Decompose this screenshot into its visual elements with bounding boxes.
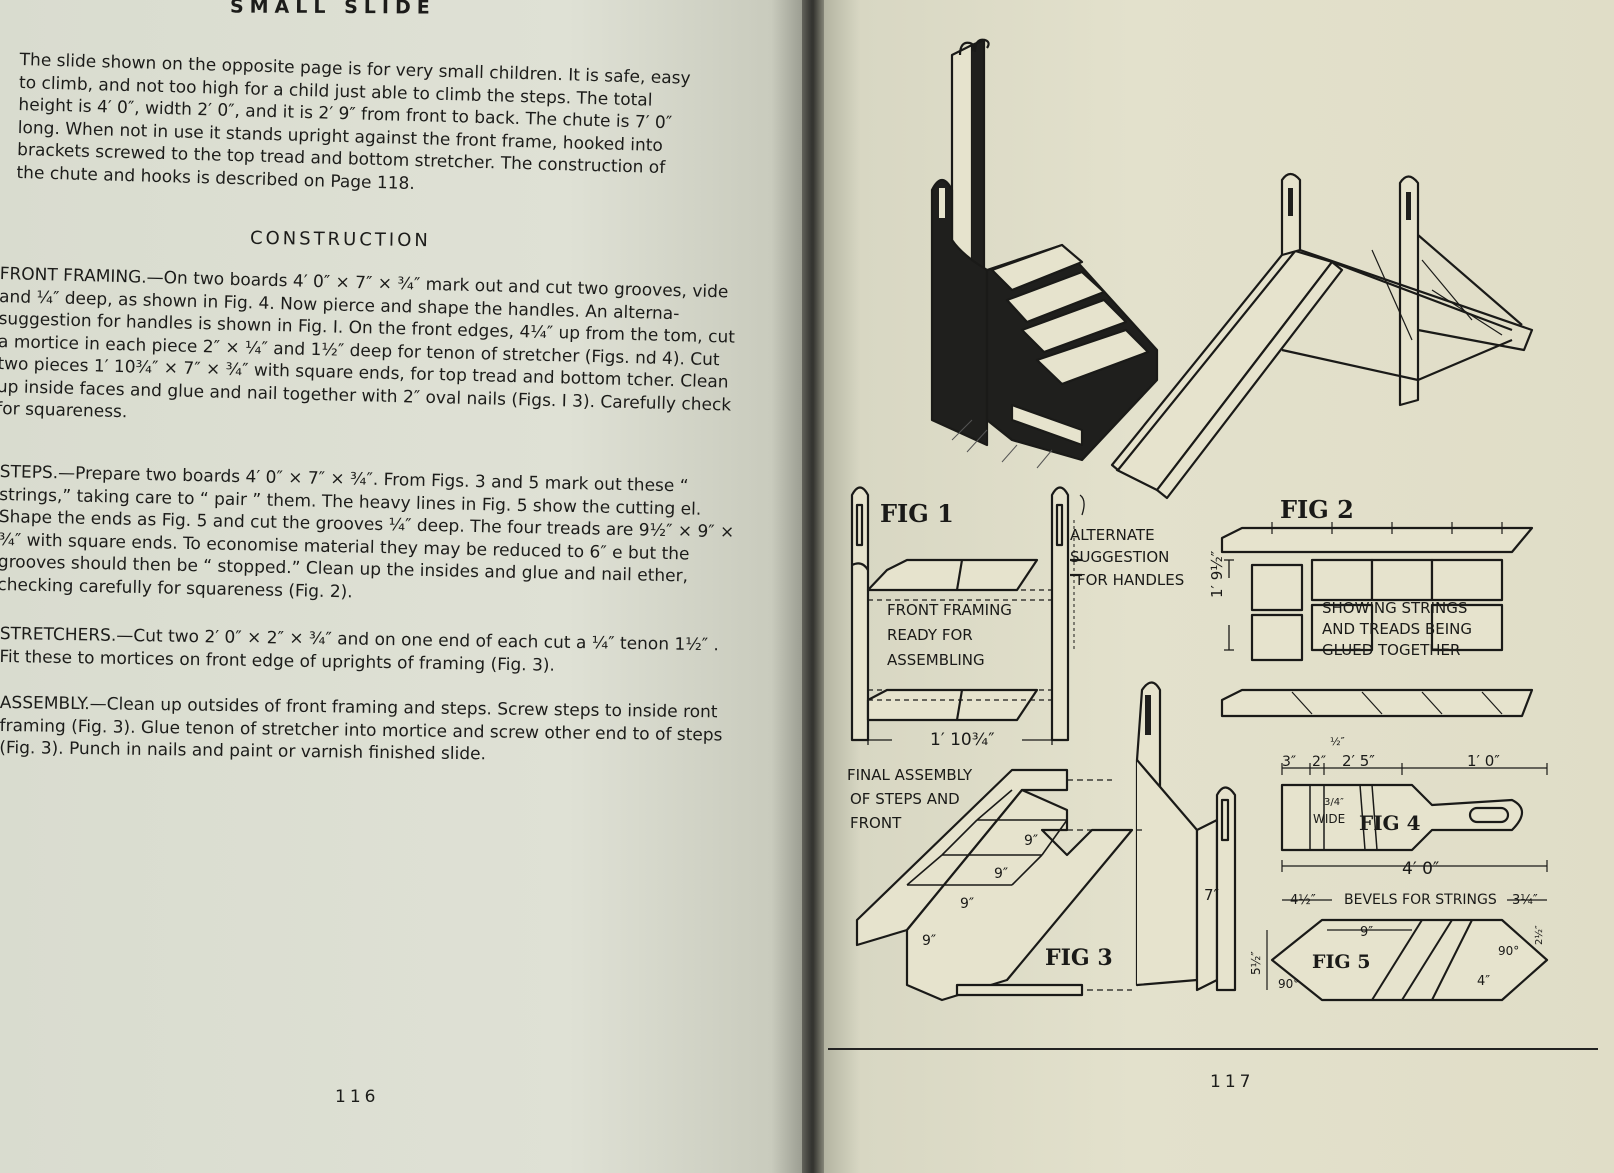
fig-5-dim-6: 2½″ bbox=[1533, 925, 1545, 945]
main-illustration-steps bbox=[930, 38, 1159, 469]
intro-paragraph: The slide shown on the opposite page is … bbox=[16, 49, 691, 194]
paragraph-stretchers: STRETCHERS.—Cut two 2′ 0″ × 2″ × ¾″ and … bbox=[0, 623, 738, 680]
fig-1-alt-note-line-3: FOR HANDLES bbox=[1077, 571, 1184, 589]
fig-1-drawing bbox=[850, 486, 1085, 745]
fig-3-drawing bbox=[855, 681, 1237, 1002]
fig-5-dim-2: 3¼″ bbox=[1512, 893, 1538, 908]
right-page: FIG 1 FRONT FRAMING READY FOR ASSEMBLING… bbox=[812, 0, 1614, 1173]
fig-3-caption-line-1: FINAL ASSEMBLY bbox=[847, 766, 973, 784]
paragraph-label: STRETCHERS. bbox=[0, 623, 117, 646]
section-heading: CONSTRUCTION bbox=[249, 227, 431, 252]
paragraph-body: —Prepare two boards 4′ 0″ × 7″ × ¾″. Fro… bbox=[0, 463, 735, 602]
fig-3-caption-line-2: OF STEPS AND bbox=[850, 790, 960, 808]
fig-5-dim-1: 4½″ bbox=[1290, 893, 1316, 908]
fig-1-caption-line-2: READY FOR bbox=[887, 626, 973, 644]
fig-1-dimension: 1′ 10¾″ bbox=[930, 730, 995, 750]
fig-1-alt-note-line-1: ALTERNATE bbox=[1070, 526, 1155, 544]
construction-drawings: FIG 1 FRONT FRAMING READY FOR ASSEMBLING… bbox=[847, 38, 1549, 1002]
fig-4-overall: 4′ 0″ bbox=[1402, 859, 1439, 879]
fig-2-caption-line-1: SHOWING STRINGS bbox=[1322, 599, 1467, 617]
paragraph-label: FRONT FRAMING. bbox=[0, 263, 147, 288]
fig-2-dimension: 1′ 9½″ bbox=[1208, 550, 1226, 598]
fig-3-dim-3: 9″ bbox=[1024, 833, 1038, 849]
paragraph-steps: STEPS.—Prepare two boards 4′ 0″ × 7″ × ¾… bbox=[0, 461, 738, 611]
fig-3-dim-1: 9″ bbox=[994, 866, 1008, 882]
fig-1-caption-line-3: ASSEMBLING bbox=[887, 651, 985, 669]
page-title: SMALL SLIDE bbox=[229, 0, 436, 19]
page-number-left: 116 bbox=[335, 1087, 380, 1107]
paragraph-label: ASSEMBLY. bbox=[0, 692, 90, 715]
fig-4-title: FIG 4 bbox=[1359, 811, 1421, 835]
fig-4-drawing bbox=[1280, 763, 1548, 872]
book-gutter bbox=[802, 0, 824, 1173]
fig-4-dim-4: 1′ 0″ bbox=[1467, 752, 1500, 770]
fig-4-wide-label: WIDE bbox=[1313, 812, 1345, 826]
paragraph-front-framing: FRONT FRAMING.—On two boards 4′ 0″ × 7″ … bbox=[0, 263, 738, 439]
handle-slot bbox=[939, 188, 945, 218]
main-illustration-slide bbox=[1110, 172, 1534, 500]
fig-1-alt-note-line-2: SUGGESTION bbox=[1070, 548, 1169, 566]
paragraph-body: —Clean up outsides of front framing and … bbox=[0, 694, 723, 765]
fig-4-wide-dim: 3/4″ bbox=[1324, 797, 1344, 808]
fig-5-title: FIG 5 bbox=[1312, 951, 1370, 973]
fig-5-dim-5: 4″ bbox=[1477, 974, 1490, 989]
fig-3-dim-5: 7″ bbox=[1204, 886, 1220, 904]
fig-5-heading: BEVELS FOR STRINGS bbox=[1344, 892, 1497, 908]
fig-2-title: FIG 2 bbox=[1280, 495, 1354, 524]
fig-5-dim-3: 9″ bbox=[1360, 925, 1373, 940]
fig-1-title: FIG 1 bbox=[880, 499, 954, 528]
fig-1-caption-line-1: FRONT FRAMING bbox=[887, 601, 1012, 619]
fig-3-dim-4: 9″ bbox=[922, 933, 936, 949]
fig-2-caption-line-2: AND TREADS BEING bbox=[1322, 620, 1472, 638]
drawing-frame-rule bbox=[828, 1048, 1598, 1050]
fig-3-caption-line-3: FRONT bbox=[850, 814, 902, 832]
fig-5-angle-2: 90° bbox=[1498, 944, 1519, 958]
paragraph-assembly: ASSEMBLY.—Clean up outsides of front fra… bbox=[0, 692, 738, 769]
fig-2-caption-line-3: GLUED TOGETHER bbox=[1322, 641, 1460, 659]
left-page: SMALL SLIDE The slide shown on the oppos… bbox=[0, 0, 812, 1173]
fig-3-title: FIG 3 bbox=[1045, 945, 1113, 971]
fig-5-drawing bbox=[1266, 899, 1549, 1002]
fig-3-dim-2: 9″ bbox=[960, 896, 974, 912]
fig-5-angle-1: 90° bbox=[1278, 977, 1299, 991]
fig-4-top-small: ½″ bbox=[1330, 735, 1345, 748]
fig-4-dim-3: 2′ 5″ bbox=[1342, 752, 1375, 770]
fig-2-drawing bbox=[1220, 522, 1534, 718]
paragraph-body: —On two boards 4′ 0″ × 7″ × ¾″ mark out … bbox=[0, 267, 736, 423]
paragraph-label: STEPS. bbox=[0, 461, 59, 484]
page-number-right: 117 bbox=[1210, 1072, 1255, 1092]
fig-4-dim-1: 3″ bbox=[1282, 754, 1296, 770]
fig-5-dim-4: 5½″ bbox=[1249, 951, 1263, 975]
fig-4-dim-2: 2″ bbox=[1312, 754, 1326, 770]
